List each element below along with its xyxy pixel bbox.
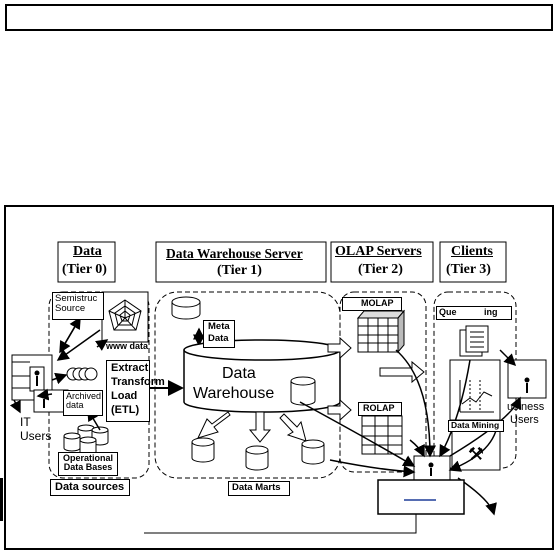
archive-discs-icon (66, 367, 98, 381)
molap-label: MOLAP (342, 297, 402, 311)
left-edge-mark (0, 478, 3, 521)
it-users-label: IT Users (20, 415, 52, 443)
www-data-label: www data (106, 341, 149, 351)
tier1-subtitle: (Tier 1) (217, 263, 262, 278)
client-hub-icon (413, 455, 451, 481)
data-warehouse-line2: Warehouse (193, 385, 275, 402)
query-reporting-label: Que ing (436, 306, 512, 320)
warehouse-to-marts-arrows (197, 411, 307, 443)
svg-text:⚒: ⚒ (468, 444, 484, 465)
semistructured-source-label: Semistruc Source (52, 292, 104, 320)
operational-databases-label: Operational Data Bases (58, 452, 118, 476)
tier0-subtitle: (Tier 0) (62, 262, 107, 277)
meta-data-line2: Data (208, 333, 229, 344)
rolap-label: ROLAP (358, 402, 402, 416)
meta-data-cylinder (171, 296, 201, 320)
bottom-monitor-box (377, 479, 465, 515)
web-radar-icon (101, 291, 149, 343)
tier3-header-box (439, 241, 507, 283)
data-mart-cylinders (191, 437, 325, 471)
tier2-title: OLAP Servers (335, 244, 422, 259)
business-user-icon (507, 359, 547, 399)
etl-load-label: Load (111, 390, 138, 402)
rolap-table-icon (361, 415, 403, 455)
archived-data-label: Archived data (63, 390, 103, 416)
bottom-connector-line (144, 514, 417, 534)
inner-db-icon (290, 376, 316, 406)
query-reporting-doc-icon (459, 325, 489, 357)
tier3-title: Clients (451, 244, 493, 259)
tier3-subtitle: (Tier 3) (446, 262, 491, 277)
data-mining-label: Data Mining (448, 420, 504, 432)
etl-transform-label: Transform (111, 376, 165, 388)
etl-extract-label: Extract (111, 362, 149, 374)
top-banner-box (5, 4, 553, 31)
data-sources-label: Data sources (50, 479, 130, 496)
tier0-header-box (57, 241, 116, 283)
warehouse-to-olap-arrows (327, 336, 425, 422)
business-users-line2: Users (510, 414, 539, 426)
business-users-line1: usiness (507, 401, 545, 413)
meta-data-line1: Meta (208, 321, 230, 332)
tier1-header-box (155, 241, 327, 283)
tier2-subtitle: (Tier 2) (358, 262, 403, 277)
analysis-chart-icon (449, 359, 501, 421)
etl-box (106, 360, 150, 422)
tier2-header-box (330, 241, 434, 283)
data-marts-label: Data Marts (228, 481, 290, 496)
etl-abbrev-label: (ETL) (111, 404, 140, 416)
tier1-title: Data Warehouse Server (166, 246, 303, 261)
data-warehouse-line1: Data (222, 365, 256, 382)
tier0-title: Data (73, 244, 102, 259)
molap-cube-icon (356, 309, 406, 354)
meta-data-box (203, 320, 235, 348)
operational-db-cylinders (63, 424, 109, 456)
